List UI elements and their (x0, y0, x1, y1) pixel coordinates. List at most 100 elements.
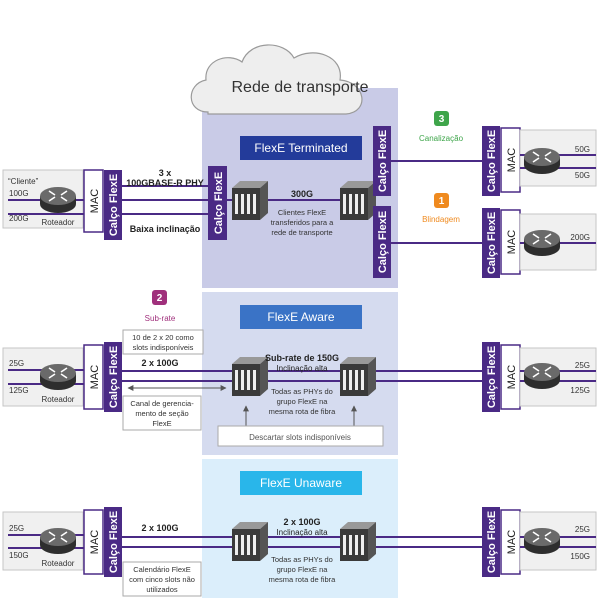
row2-subrate-line1: Sub-rate de 150G (265, 353, 339, 363)
row2-left-mac (83, 344, 104, 410)
switch-icon (232, 181, 268, 220)
row2-subrate-line2: Inclinação alta (276, 364, 328, 373)
row1-right-top-shim-label: Calço FlexE (486, 130, 498, 192)
row3-right-port-bottom: 150G (570, 552, 590, 561)
row1-right-bottom-port: 200G (570, 233, 590, 242)
row3-left-mac-label: MAC (89, 530, 101, 555)
cloud-icon (190, 44, 363, 115)
badge-1-number: 1 (439, 196, 445, 207)
row3-phys-note-3: mesma rota de fibra (269, 575, 337, 584)
row1-right-shim-bottom-label: Calço FlexE (377, 211, 389, 273)
row3-center-line2: Inclinação alta (276, 528, 328, 537)
router-icon (39, 186, 77, 214)
switch-icon (232, 522, 268, 561)
row2-left-shim (104, 342, 122, 412)
row3-right-port-top: 25G (575, 525, 590, 534)
aware-title-bar (240, 305, 362, 329)
row3-phys-note-2: grupo FlexE na (277, 565, 329, 574)
row1-right-top-mac-label: MAC (506, 148, 518, 173)
row2-mgmt-note-3: FlexE (152, 419, 171, 428)
switch-icon (340, 181, 376, 220)
router-icon (39, 363, 77, 391)
row2-phys-note-1: Todas as PHYs do (271, 387, 333, 396)
switch-icon (340, 522, 376, 561)
badge-2-label: Sub-rate (145, 314, 176, 323)
row1-client-label: “Cliente” (8, 177, 39, 186)
row3-router-label: Roteador (42, 559, 75, 568)
row3-phys-note-1: Todas as PHYs do (271, 555, 333, 564)
row1-center-note-1: Clientes FlexE (278, 208, 326, 217)
row2-rate: 2 x 100G (141, 358, 178, 368)
row2-right-shim (482, 342, 500, 412)
cloud-title: Rede de transporte (232, 79, 369, 96)
row2-right-mac-label: MAC (506, 365, 518, 390)
unaware-title: FlexE Unaware (260, 476, 342, 490)
router-icon (39, 527, 77, 555)
row2-mgmt-note-1: Canal de gerencia- (130, 399, 194, 408)
row1-right-top-port2: 50G (575, 171, 590, 180)
router-icon (523, 229, 561, 257)
badge-3 (434, 111, 449, 126)
row3-left-mac (83, 509, 104, 575)
badge-1-label: Blindagem (422, 215, 460, 224)
row1-phy-line2: 100GBASE-R PHY (126, 178, 204, 188)
row3-left-port-top: 25G (9, 524, 24, 533)
badge-2 (152, 290, 167, 305)
row1-low-slope: Baixa inclinação (130, 224, 201, 234)
row1-left-mac (83, 169, 104, 233)
row2-slots-note-1: 10 de 2 x 20 como (132, 333, 194, 342)
row2-left-mac-label: MAC (89, 365, 101, 390)
row2-discard-box (217, 425, 384, 447)
row1-right-shim-bottom (373, 206, 391, 278)
row3-right-mac-label: MAC (506, 530, 518, 555)
row1-right-shim-top-label: Calço FlexE (377, 130, 389, 192)
badge-1 (434, 193, 449, 208)
row2-left-port-top: 25G (9, 359, 24, 368)
row3-left-shim (104, 507, 122, 577)
row2-right-port-bottom: 125G (570, 386, 590, 395)
row3-calendar-note-1: Calendário FlexE (133, 565, 191, 574)
row2-mgmt-note-2: mento de seção (135, 409, 188, 418)
row1-right-bottom-shim-label: Calço FlexE (486, 212, 498, 274)
badge-3-number: 3 (439, 114, 445, 125)
row3-calendar-note-box (122, 561, 202, 597)
row1-left-shim (104, 170, 122, 240)
row1-left-shim-label: Calço FlexE (108, 174, 120, 236)
row3-center-line1: 2 x 100G (283, 517, 320, 527)
terminated-title: FlexE Terminated (254, 141, 347, 155)
row2-slots-note-2: slots indisponíveis (133, 343, 194, 352)
row3-right-shim-label: Calço FlexE (486, 511, 498, 573)
row1-center-note-3: rede de transporte (271, 228, 332, 237)
router-icon (523, 527, 561, 555)
row3-left-port-bottom: 150G (9, 551, 29, 560)
terminated-title-bar (240, 136, 362, 160)
row2-left-port-bottom: 125G (9, 386, 29, 395)
row1-center-rate: 300G (291, 189, 313, 199)
row2-right-shim-label: Calço FlexE (486, 346, 498, 408)
row3-calendar-note-3: utilizados (146, 585, 178, 594)
row1-left-mac-label: MAC (89, 189, 101, 214)
row1-center-note-2: transferidos para a (271, 218, 334, 227)
router-icon (523, 362, 561, 390)
row1-right-shim-top (373, 126, 391, 196)
badge-2-number: 2 (157, 293, 163, 304)
row1-right-top-shim (482, 126, 500, 196)
row2-discard-label: Descartar slots indisponíveis (249, 433, 351, 442)
row3-calendar-note-2: com cinco slots não (129, 575, 195, 584)
aware-title: FlexE Aware (267, 310, 334, 324)
row1-left-port-bottom: 200G (9, 214, 29, 223)
badge-3-label: Canalização (419, 134, 464, 143)
row1-left-port-top: 100G (9, 189, 29, 198)
row1-right-bottom-shim (482, 208, 500, 278)
row3-rate: 2 x 100G (141, 523, 178, 533)
row2-mgmt-note-box (122, 395, 202, 431)
row3-right-shim (482, 507, 500, 577)
row2-slots-note-box (122, 329, 204, 355)
switch-icon (232, 357, 268, 396)
row1-center-shim (208, 166, 227, 240)
row1-router-label: Roteador (42, 218, 75, 227)
row2-left-shim-label: Calço FlexE (108, 346, 120, 408)
router-icon (523, 147, 561, 175)
